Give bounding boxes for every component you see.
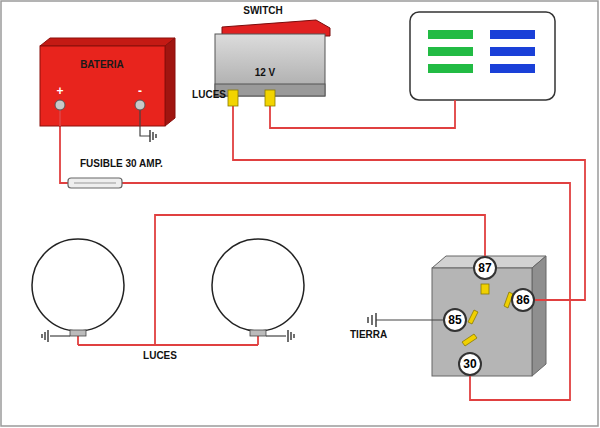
green-bar: [428, 64, 473, 73]
ground-label: TIERRA: [350, 330, 387, 340]
lamp-wire: [257, 336, 259, 345]
lamp-feed-wire: [155, 215, 485, 345]
terminal-sign: -: [138, 85, 142, 97]
fuse-element: [74, 183, 116, 184]
ground-symbol: [155, 134, 156, 138]
ground-wire: [140, 126, 150, 136]
switch-title: SWITCH: [243, 6, 282, 16]
lamp-wire: [77, 336, 79, 345]
ground-wire: [50, 335, 70, 336]
relay-side: [532, 256, 546, 376]
wire-connector: [60, 126, 570, 400]
fuse-label: FUSIBLE 30 AMP.: [80, 159, 163, 169]
ground-symbol: [152, 132, 153, 140]
ground-symbol: [44, 332, 45, 340]
ground-symbol: [149, 130, 150, 142]
terminal-sign: +: [56, 85, 63, 97]
ground-wire: [266, 335, 286, 336]
fog-lamp: [32, 239, 124, 331]
ground-symbol: [371, 315, 372, 325]
ground-symbol: [47, 330, 48, 342]
battery-body: [40, 38, 175, 126]
ground-wire: [376, 319, 443, 320]
terminal-label: LUCES: [192, 90, 226, 100]
green-bar: [428, 30, 473, 39]
wire-connector: [233, 96, 585, 300]
relay-pin: 85: [443, 308, 467, 332]
relay-body: [432, 268, 532, 376]
lamps-label: LUCES: [143, 351, 177, 361]
ground-symbol: [290, 332, 291, 340]
ground-symbol: [367, 317, 368, 323]
relay-pin: 86: [511, 288, 535, 312]
green-bar: [428, 47, 473, 56]
battery-box: BATERIA + -: [40, 38, 175, 126]
pin-number: 86: [516, 294, 529, 306]
blue-bar: [490, 30, 535, 39]
voltage-label: 12 V: [255, 68, 276, 78]
pin-number: 30: [463, 358, 476, 370]
panel-wire: [270, 100, 455, 128]
ground-symbol: [375, 313, 376, 327]
pin-number: 85: [448, 314, 461, 326]
indicator-panel: [410, 12, 555, 100]
fuse-symbol: [68, 178, 122, 188]
pin-number: 87: [478, 262, 491, 274]
blue-bar: [490, 47, 535, 56]
blue-bar: [490, 64, 535, 73]
rocker-switch: SWITCH12 V: [215, 34, 325, 96]
lamp-base: [70, 330, 86, 336]
battery-label: BATERIA: [80, 60, 124, 70]
ground-symbol: [41, 334, 42, 338]
lamp-wire: [78, 344, 258, 346]
relay-pin: 87: [473, 256, 497, 280]
relay-tab: [462, 334, 477, 346]
ground-symbol: [287, 330, 288, 342]
switch-body: [215, 34, 325, 96]
relay-tab: [481, 284, 489, 294]
relay-pin: 30: [458, 352, 482, 376]
ground-symbol: [293, 334, 294, 338]
lamp-base: [250, 330, 266, 336]
fog-lamp: [212, 239, 304, 331]
relay-tab: [468, 310, 478, 324]
